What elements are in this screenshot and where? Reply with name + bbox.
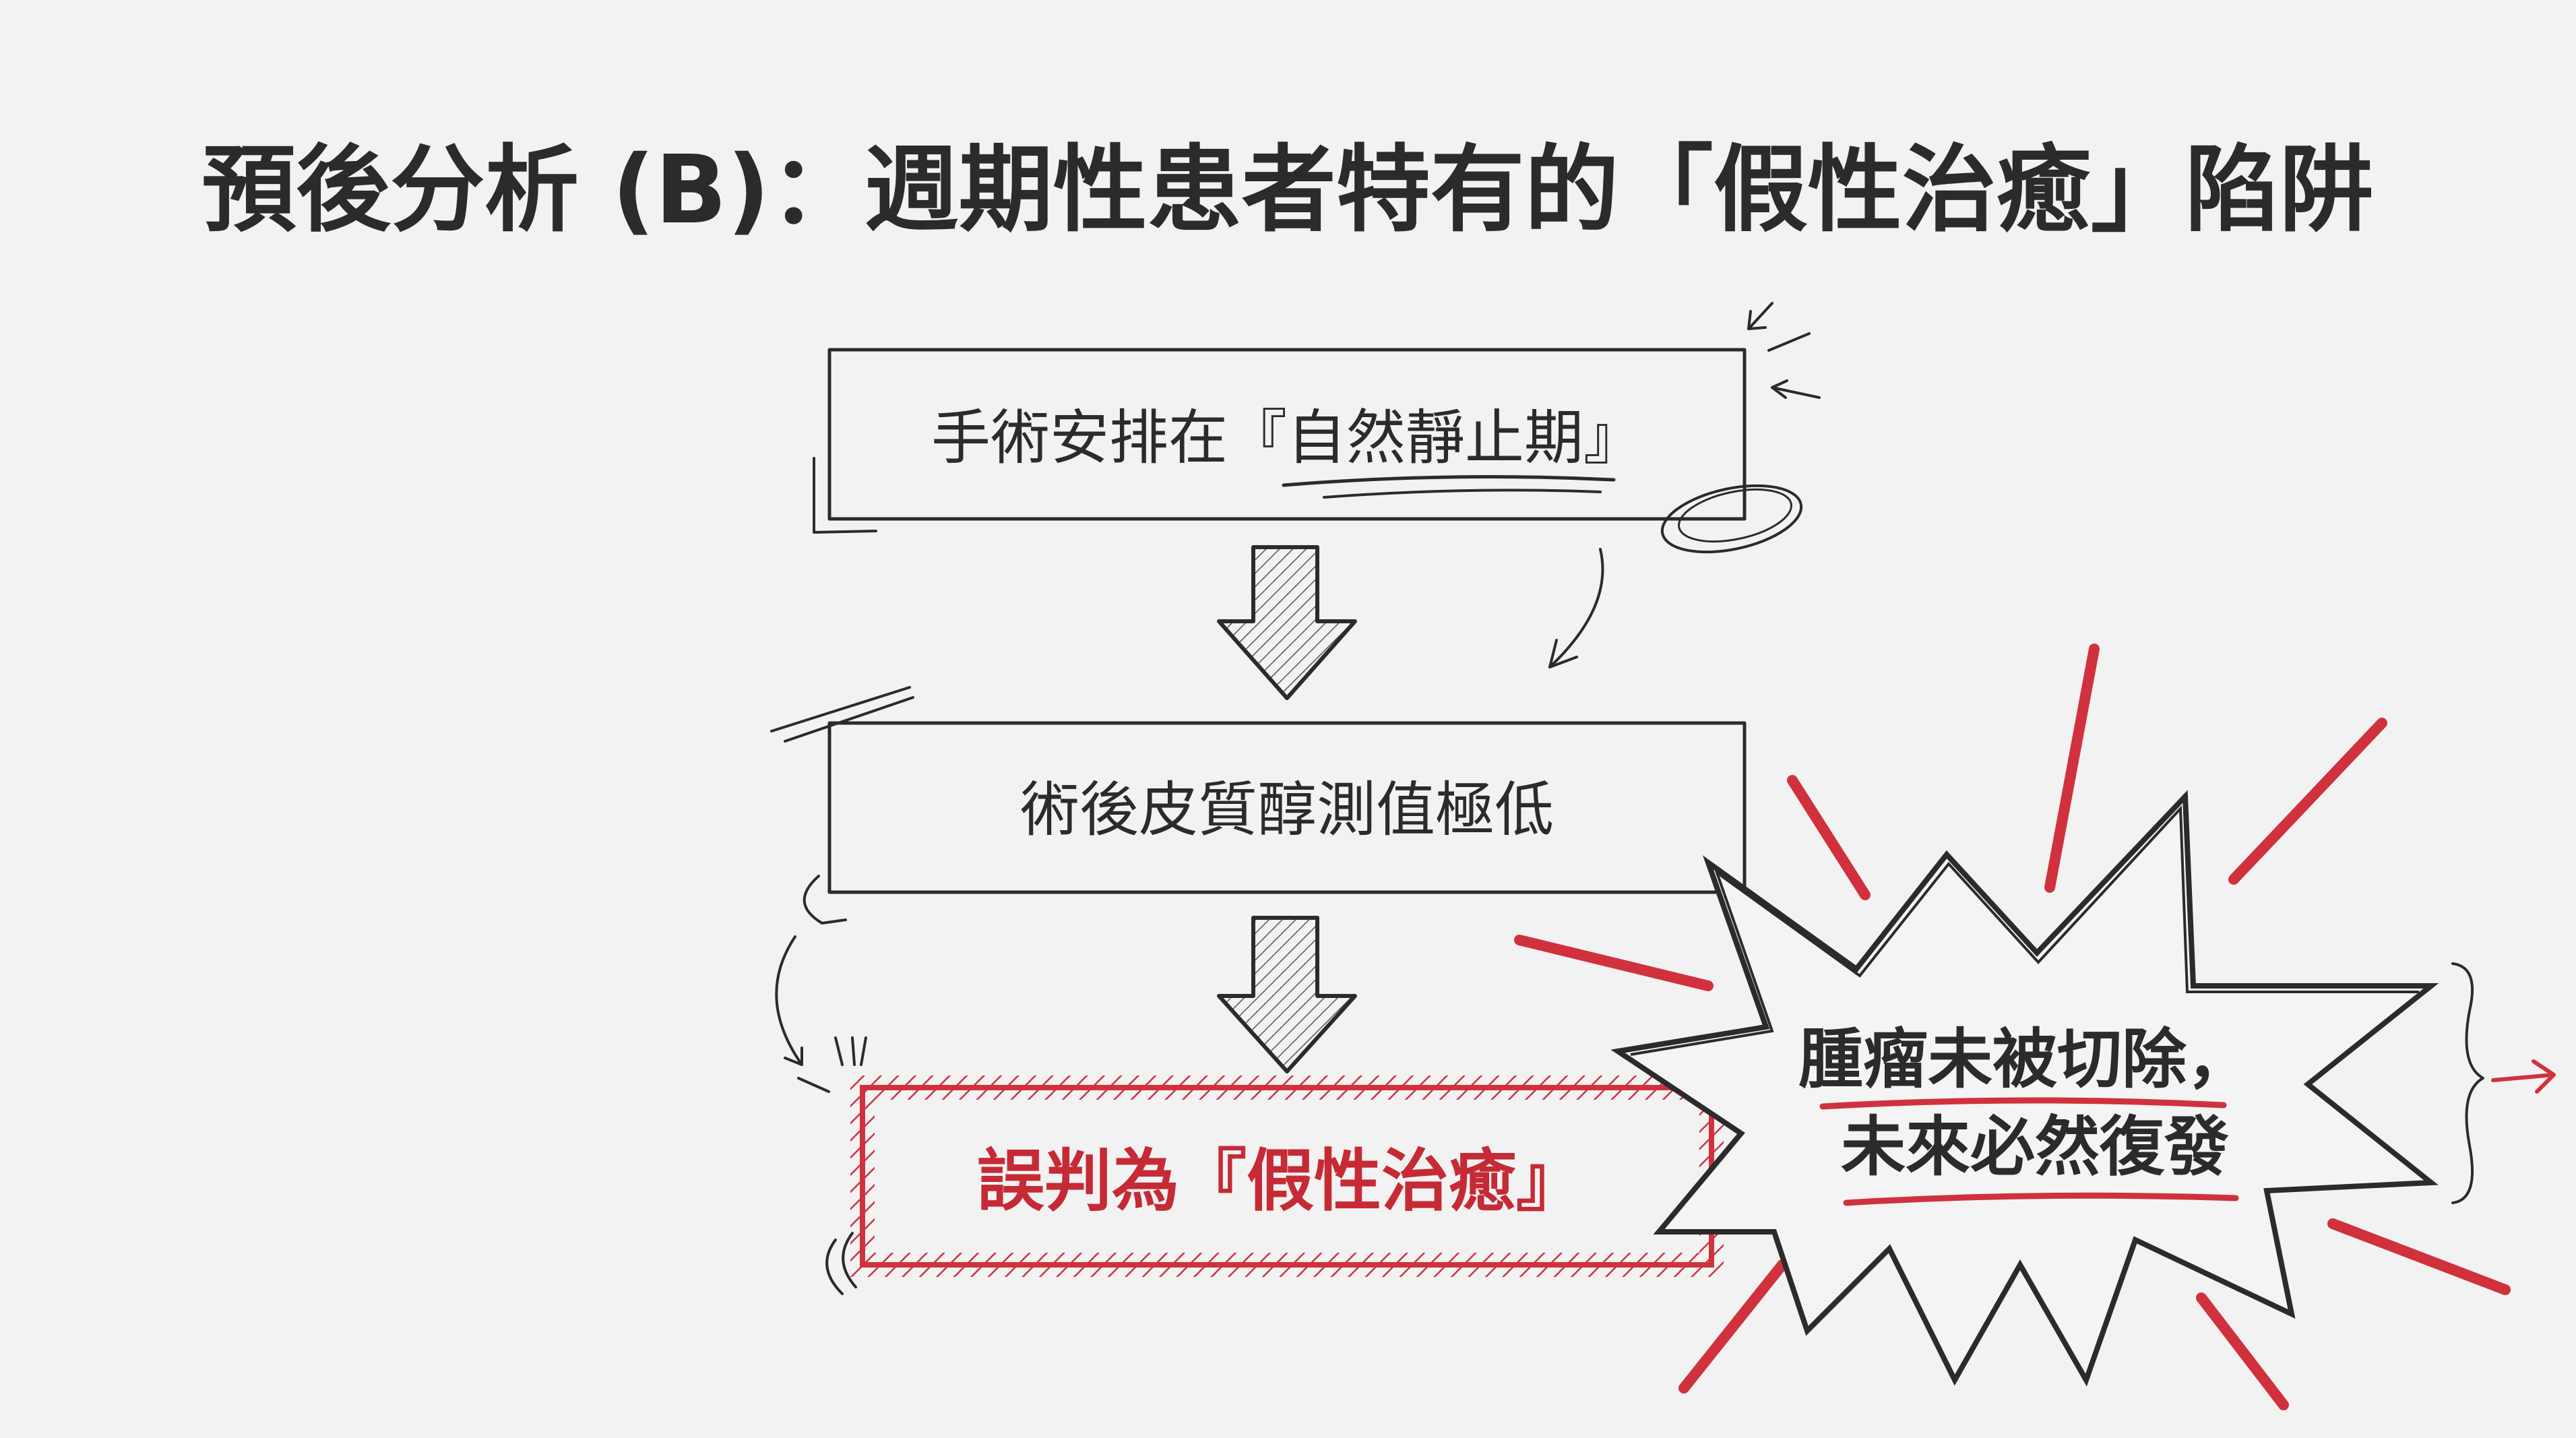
corner-scribble: [813, 457, 877, 534]
red-underline-1: [1819, 1097, 2227, 1110]
red-arrow-icon: [2491, 1059, 2556, 1094]
curved-arrow: [1548, 548, 1604, 668]
underline-scribble: [1282, 475, 1616, 487]
flow-step-2-text: 術後皮質醇測值極低: [1020, 775, 1554, 844]
flow-step-1-text: 手術安排在『自然靜止期』: [931, 403, 1643, 472]
brace-mark: [2451, 962, 2484, 1204]
sparkle-marks: [1747, 302, 1821, 399]
flow-step-2: 術後皮質醇測值極低: [770, 686, 1747, 894]
flow-step-3-text: 誤判為『假性治癒』: [977, 1142, 1583, 1220]
flow-step-3-false-cure: 誤判為『假性治癒』: [850, 1075, 1724, 1277]
flow-step-1: 手術安排在『自然靜止期』: [813, 302, 1821, 668]
callout-line-2: 未來必然復發: [1841, 1109, 2229, 1185]
loop-arrows: [775, 875, 867, 1295]
circle-scribble: [1660, 484, 1803, 554]
highlight-natural-quiescent-phase: 自然靜止期: [1287, 403, 1583, 472]
down-arrow-2: [1217, 916, 1357, 1073]
page-title: 預後分析 (B)：週期性患者特有的「假性治癒」陷阱: [201, 135, 2373, 245]
starburst-callout: 腫瘤未被切除， 未來必然復發: [1610, 790, 2556, 1387]
burst-rays: [1514, 644, 2511, 1410]
callout-line-1: 腫瘤未被切除，: [1798, 1022, 2251, 1097]
down-arrow-1: [1217, 545, 1357, 700]
red-underline-2: [1843, 1192, 2239, 1206]
speed-lines: [770, 686, 914, 743]
